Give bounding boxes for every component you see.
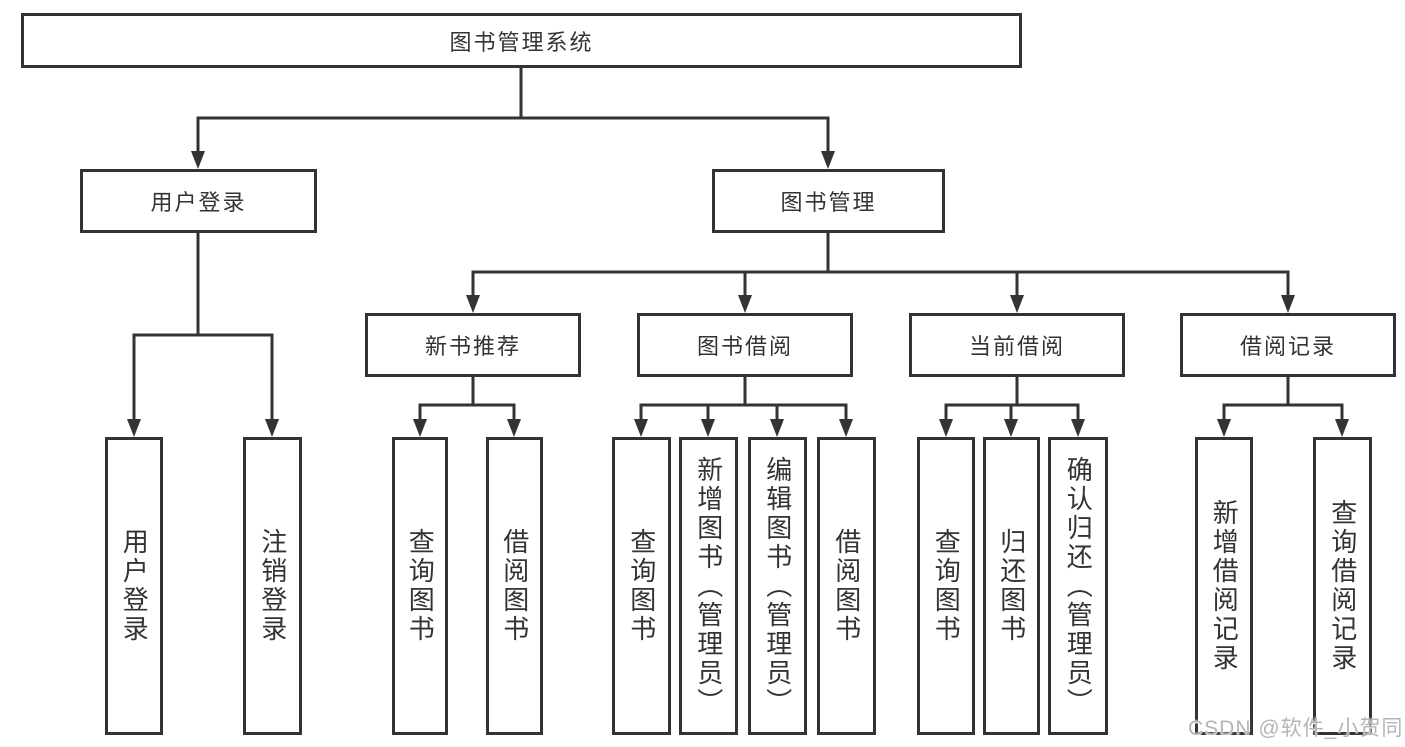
leaf-return-books: 归还图书 bbox=[983, 437, 1040, 735]
leaf-add-book-admin-label: 新增图书（管理员） bbox=[693, 455, 724, 717]
arrowhead bbox=[1004, 419, 1018, 437]
connector-user-login-branch bbox=[132, 231, 274, 423]
arrowhead bbox=[507, 419, 521, 437]
node-new-book-recommend: 新书推荐 bbox=[365, 313, 581, 377]
arrowhead bbox=[1217, 419, 1231, 437]
node-library-system: 图书管理系统 bbox=[21, 13, 1022, 68]
connector-borrow-record-branch bbox=[1222, 375, 1344, 423]
leaf-confirm-return-admin-label: 确认归还（管理员） bbox=[1063, 455, 1094, 717]
node-borrow-record-label: 借阅记录 bbox=[1239, 334, 1336, 359]
node-user-login-label: 用户登录 bbox=[150, 190, 247, 215]
node-current-borrow: 当前借阅 bbox=[909, 313, 1125, 377]
arrowhead bbox=[738, 295, 752, 313]
leaf-recommend-borrow-books-label: 借阅图书 bbox=[499, 528, 530, 644]
leaf-edit-book-admin: 编辑图书（管理员） bbox=[748, 437, 807, 735]
leaf-borrow-books-label: 借阅图书 bbox=[831, 528, 862, 644]
leaf-query-borrow-record: 查询借阅记录 bbox=[1313, 437, 1372, 735]
leaf-borrow-query-books-label: 查询图书 bbox=[626, 528, 657, 644]
leaf-user-login-label: 用户登录 bbox=[119, 528, 150, 644]
leaf-user-login: 用户登录 bbox=[105, 437, 163, 735]
arrowhead bbox=[1010, 295, 1024, 313]
node-current-borrow-label: 当前借阅 bbox=[968, 334, 1065, 359]
leaf-add-borrow-record: 新增借阅记录 bbox=[1195, 437, 1253, 735]
leaf-add-borrow-record-label: 新增借阅记录 bbox=[1209, 499, 1240, 673]
arrowheads bbox=[127, 151, 1349, 437]
leaf-logout: 注销登录 bbox=[243, 437, 302, 735]
connector-new-book-recommend-branch bbox=[418, 375, 516, 423]
node-new-book-recommend-label: 新书推荐 bbox=[424, 334, 521, 359]
arrowhead bbox=[839, 419, 853, 437]
arrowhead bbox=[1335, 419, 1349, 437]
node-book-borrow-label: 图书借阅 bbox=[696, 334, 793, 359]
arrowhead bbox=[821, 151, 835, 169]
arrowhead bbox=[265, 419, 279, 437]
leaf-current-query-books-label: 查询图书 bbox=[931, 528, 962, 644]
arrowhead bbox=[191, 151, 205, 169]
watermark: CSDN @软件_小贺同学 bbox=[1188, 717, 1405, 740]
connector-book-borrow-branch bbox=[639, 375, 848, 423]
leaf-recommend-query-books: 查询图书 bbox=[392, 437, 448, 735]
node-library-system-label: 图书管理系统 bbox=[449, 29, 594, 55]
connector-root-stem bbox=[196, 66, 830, 155]
node-user-login: 用户登录 bbox=[80, 169, 317, 233]
connector-book-management-branch bbox=[471, 231, 1290, 299]
node-book-management: 图书管理 bbox=[712, 169, 945, 233]
leaf-logout-label: 注销登录 bbox=[257, 528, 288, 644]
arrowhead bbox=[770, 419, 784, 437]
node-book-management-label: 图书管理 bbox=[780, 190, 877, 215]
leaf-return-books-label: 归还图书 bbox=[996, 528, 1027, 644]
connector-current-borrow-branch bbox=[944, 375, 1080, 423]
arrowhead bbox=[127, 419, 141, 437]
arrowhead bbox=[1071, 419, 1085, 437]
arrowhead bbox=[701, 419, 715, 437]
node-book-borrow: 图书借阅 bbox=[637, 313, 853, 377]
leaf-confirm-return-admin: 确认归还（管理员） bbox=[1048, 437, 1108, 735]
arrowhead bbox=[1281, 295, 1295, 313]
leaf-add-book-admin: 新增图书（管理员） bbox=[679, 437, 738, 735]
leaf-borrow-query-books: 查询图书 bbox=[612, 437, 671, 735]
arrowhead bbox=[413, 419, 427, 437]
leaf-recommend-borrow-books: 借阅图书 bbox=[486, 437, 543, 735]
arrowhead bbox=[939, 419, 953, 437]
leaf-borrow-books: 借阅图书 bbox=[817, 437, 876, 735]
arrowhead bbox=[634, 419, 648, 437]
leaf-current-query-books: 查询图书 bbox=[917, 437, 975, 735]
leaf-recommend-query-books-label: 查询图书 bbox=[405, 528, 436, 644]
arrowhead bbox=[466, 295, 480, 313]
node-borrow-record: 借阅记录 bbox=[1180, 313, 1396, 377]
leaf-query-borrow-record-label: 查询借阅记录 bbox=[1327, 499, 1358, 673]
leaf-edit-book-admin-label: 编辑图书（管理员） bbox=[762, 455, 793, 717]
